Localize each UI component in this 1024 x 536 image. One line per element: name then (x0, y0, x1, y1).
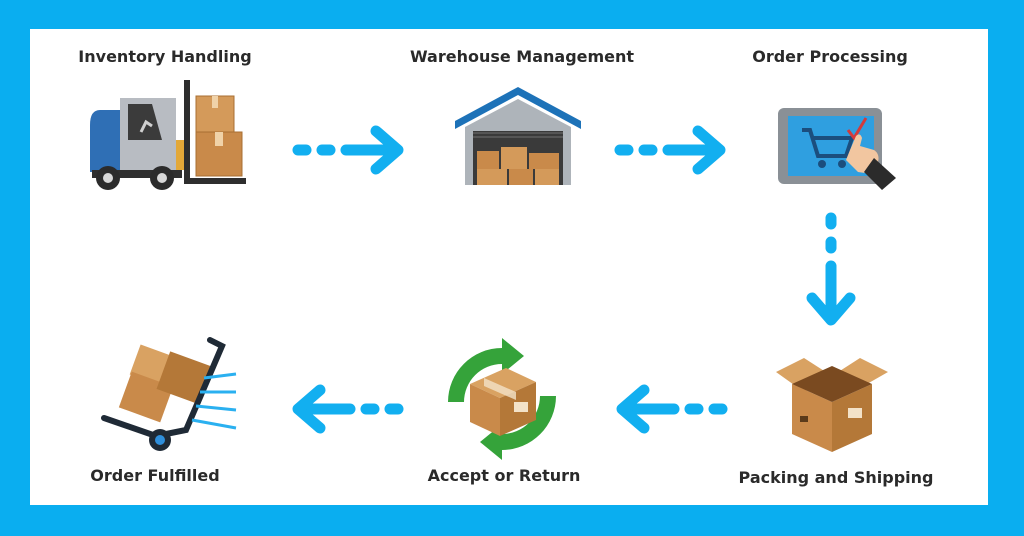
tablet-cart-icon (778, 108, 896, 190)
return-box-icon (448, 338, 556, 460)
warehouse-icon (455, 87, 581, 185)
arrow-left-icon (292, 384, 404, 434)
step-label-accept-or-return: Accept or Return (427, 466, 581, 485)
hand-truck-icon (101, 337, 237, 451)
step-label-warehouse-management: Warehouse Management (409, 47, 635, 66)
step-label-inventory-handling: Inventory Handling (78, 47, 252, 66)
arrow-down-icon (806, 212, 856, 326)
open-box-icon (776, 358, 888, 452)
forklift-icon (90, 80, 246, 190)
step-label-order-processing: Order Processing (752, 47, 908, 66)
step-label-packing-and-shipping: Packing and Shipping (738, 468, 934, 487)
step-label-order-fulfilled: Order Fulfilled (90, 466, 220, 485)
arrow-right-icon (292, 125, 404, 175)
arrow-right-icon (614, 125, 726, 175)
arrow-left-icon (616, 384, 728, 434)
